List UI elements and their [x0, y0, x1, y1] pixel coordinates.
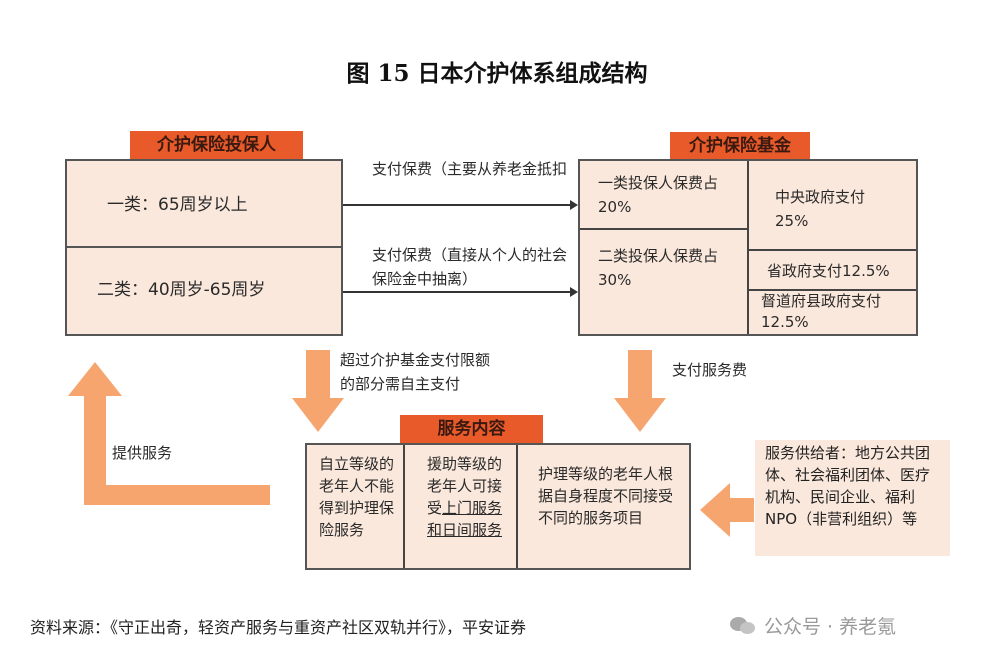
service-fee-label: 支付服务费: [672, 361, 748, 379]
fund-class2-share: 二类投保人保费占30%: [580, 230, 749, 334]
services-col2-text: 援助等级的老年人可接受: [427, 455, 503, 517]
services-col2-underlined: 上门服务和日间服务: [427, 499, 503, 539]
fund-provincial: 省政府支付12.5%: [749, 251, 916, 291]
source-note: 资料来源：《守正出奇，轻资产服务与重资产社区双轨并行》，平安证券: [30, 618, 527, 637]
providers-box: 服务供给者：地方公共团体、社会福利团体、医疗机构、民间企业、福利NPO（非营利组…: [755, 440, 950, 556]
insured-box: 一类：65周岁以上 二类：40周岁-65周岁: [65, 159, 343, 336]
left-arrow-icon: [700, 483, 730, 537]
fund-box: 一类投保人保费占20% 二类投保人保费占30% 中央政府支付25% 省政府支付1…: [578, 159, 918, 336]
pay1-label: 支付保费（主要从养老金抵扣: [372, 160, 568, 178]
pay2-label: 支付保费（直接从个人的社会保险金中抽离）: [372, 246, 568, 288]
wechat-icon: [730, 614, 756, 636]
services-col2: 援助等级的老年人可接受上门服务和日间服务: [405, 445, 518, 568]
fund-class1-share: 一类投保人保费占20%: [580, 161, 749, 230]
services-col3: 护理等级的老年人根据自身程度不同接受不同的服务项目: [538, 465, 674, 527]
fund-header: 介护保险基金: [670, 132, 810, 160]
pay2-arrow-line: [343, 291, 571, 293]
up-arrow-icon: [68, 362, 122, 396]
down-arrow-shaft: [628, 350, 652, 400]
insured-class1: 一类：65周岁以上: [67, 161, 341, 248]
down-arrow-shaft: [306, 350, 330, 400]
services-box: 自立等级的老年人不能得到护理保险服务 援助等级的老年人可接受上门服务和日间服务 …: [305, 443, 691, 570]
down-arrow-icon: [292, 398, 344, 432]
return-arrow-shaft: [84, 485, 270, 505]
arrow-right-icon: [570, 287, 578, 297]
pay1-arrow-line: [343, 204, 571, 206]
left-arrow-shaft: [728, 498, 754, 522]
fund-central: 中央政府支付25%: [749, 161, 916, 251]
services-col1: 自立等级的老年人不能得到护理保险服务: [307, 445, 405, 568]
provide-service-label: 提供服务: [112, 444, 173, 462]
down-arrow-icon: [614, 398, 666, 432]
up-arrow-shaft: [84, 395, 106, 505]
services-header: 服务内容: [400, 415, 543, 443]
watermark: 公众号 · 养老氪: [764, 616, 897, 638]
insured-class2: 二类：40周岁-65周岁: [97, 280, 266, 300]
insured-header: 介护保险投保人: [130, 131, 303, 159]
excess-label: 超过介护基金支付限额的部分需自主支付: [340, 351, 491, 393]
fund-local: 督道府县政府支付12.5%: [761, 292, 882, 331]
arrow-right-icon: [570, 200, 578, 210]
diagram-title: 图 15 日本介护体系组成结构: [346, 60, 648, 87]
